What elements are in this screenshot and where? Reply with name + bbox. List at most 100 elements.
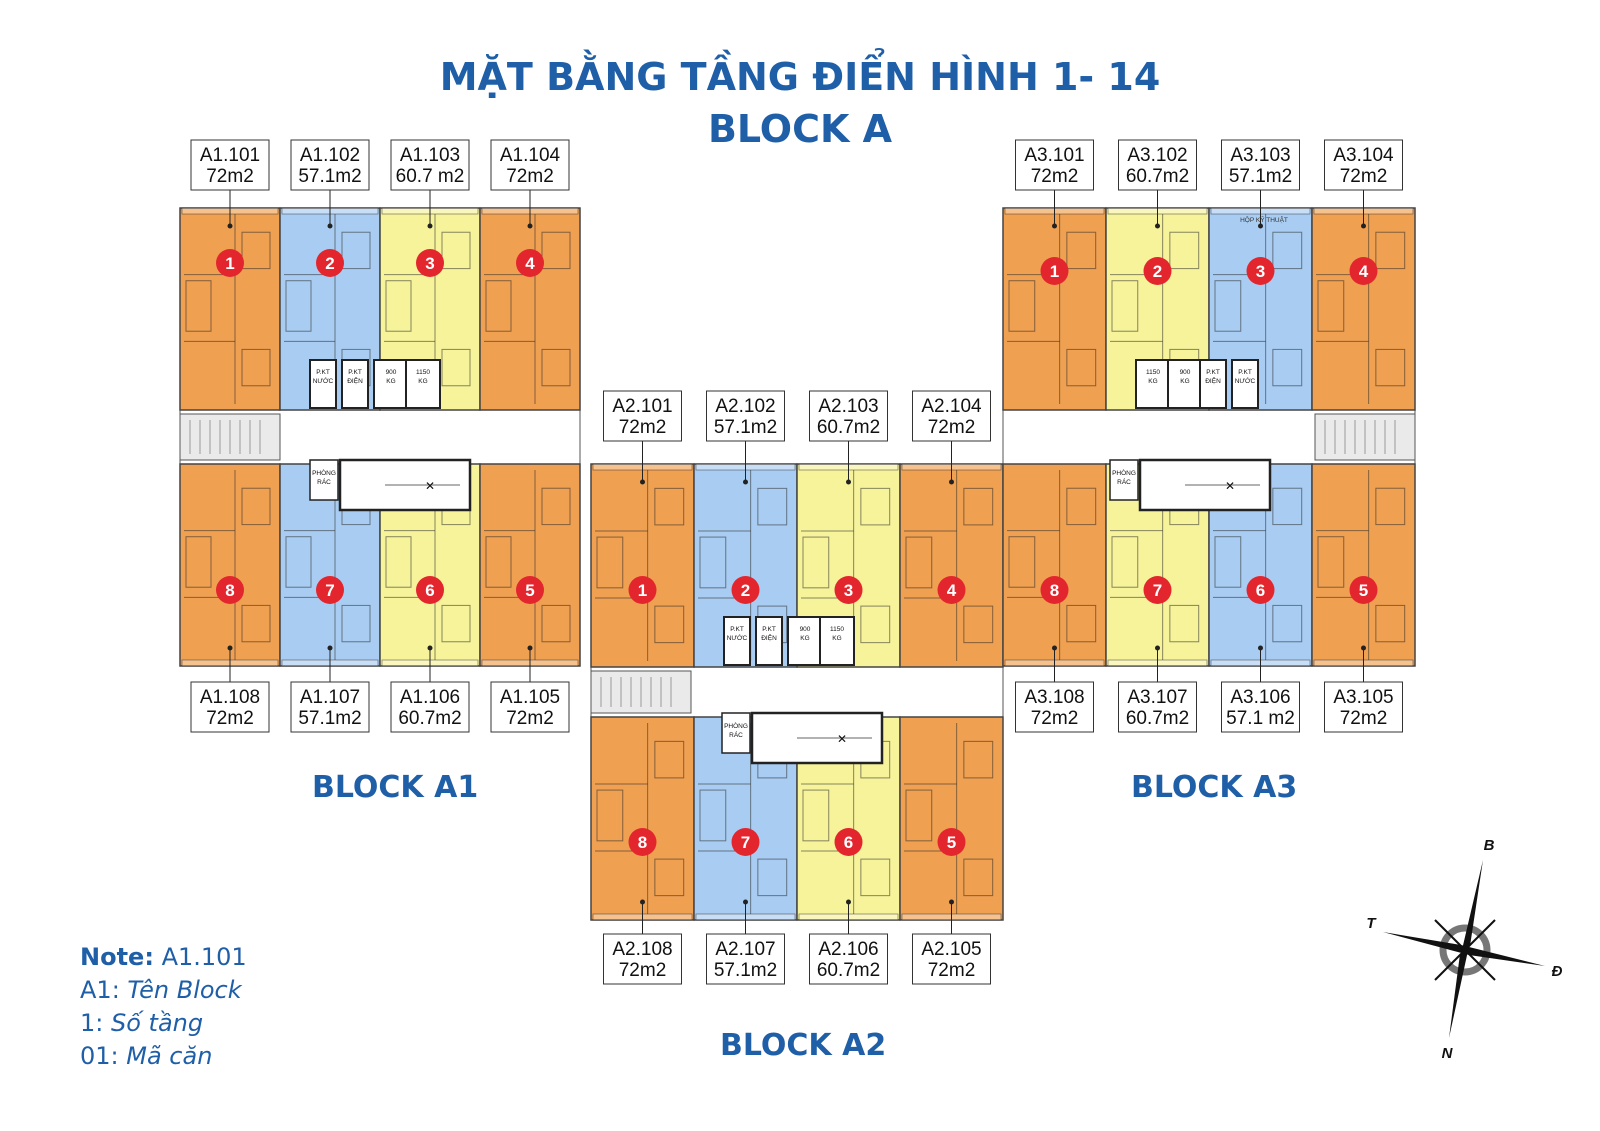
core-room-label: NƯỚC: [727, 633, 748, 642]
bed-outline: [963, 740, 994, 779]
bed-outline: [541, 348, 571, 387]
unit-label-box: [809, 933, 888, 985]
unit-number-marker: [937, 576, 966, 604]
compass-south-label: N: [1442, 1045, 1454, 1062]
bed-outline: [1066, 487, 1097, 526]
compass-diagonal: [1434, 919, 1496, 981]
unit-code: A3.105: [1333, 687, 1393, 708]
unit-area-text: 72m2: [1031, 708, 1079, 729]
page-subtitle: BLOCK A: [707, 107, 893, 151]
unit-code: A2.105: [921, 939, 981, 960]
unit-code: A3.101: [1024, 145, 1084, 166]
unit-label-box: [912, 390, 991, 442]
unit-area-text: 57.1m2: [298, 166, 361, 187]
bathroom-outline: [1214, 536, 1242, 588]
unit-number-marker: [316, 249, 344, 277]
unit-area-text: 72m2: [1031, 166, 1079, 187]
leader-dot: [1258, 223, 1263, 229]
leader-dot: [1155, 223, 1160, 229]
core-room-label: ĐIỆN: [347, 376, 363, 385]
unit-area-text: 57.1m2: [298, 708, 361, 729]
block-a3: 1A3.10172m22A3.10260.7m23A3.10357.1m24A3…: [1002, 139, 1416, 733]
bed-outline: [441, 231, 471, 270]
unit-label-box: [190, 139, 270, 191]
note-line-0: Note: A1.101: [80, 943, 247, 971]
unit-code: A3.107: [1127, 687, 1187, 708]
bed-outline: [441, 348, 471, 387]
unit-label-box: [390, 139, 470, 191]
unit-code: A2.104: [921, 396, 982, 417]
bathroom-outline: [699, 789, 727, 842]
unit-number: 7: [1153, 581, 1162, 600]
compass-north-label: B: [1484, 837, 1495, 854]
unit-number: 7: [325, 581, 334, 600]
compass-needle-south: [1449, 946, 1469, 1038]
unit-area-text: 57.1 m2: [1226, 708, 1295, 729]
bathroom-outline: [1111, 536, 1139, 588]
unit-label-box: [706, 390, 785, 442]
leader-dot: [327, 645, 333, 651]
unit-number: 6: [425, 581, 434, 600]
bed-outline: [1375, 487, 1406, 526]
technical-room: [755, 616, 783, 666]
bathroom-outline: [1111, 280, 1139, 332]
unit-number-marker: [731, 828, 760, 856]
unit-area-text: 60.7m2: [1126, 708, 1189, 729]
unit-code: A2.108: [612, 939, 672, 960]
unit-code: A2.102: [715, 396, 775, 417]
compass-needle-east: [1461, 945, 1545, 966]
bed-outline: [860, 858, 891, 897]
bathroom-outline: [699, 536, 727, 589]
unit-number: 1: [638, 581, 647, 600]
bathroom-outline: [485, 280, 512, 332]
core-room-label: 900: [800, 626, 811, 633]
bathroom-outline: [905, 789, 933, 842]
unit-number: 4: [1359, 262, 1369, 281]
unit-number: 5: [1359, 581, 1368, 600]
unit-area: [1002, 207, 1107, 411]
unit-number-marker: [416, 249, 444, 277]
bed-outline: [541, 231, 571, 270]
bed-outline: [654, 605, 685, 644]
unit-number: 2: [325, 254, 334, 273]
leader-dot: [1155, 645, 1160, 651]
bed-outline: [1375, 231, 1406, 270]
trash-room: [721, 712, 751, 754]
technical-shaft-label: HỘP KỸ THUẬT: [1240, 215, 1288, 224]
core-room-label: P.KT: [316, 369, 330, 376]
unit-code: A2.101: [612, 396, 672, 417]
unit-label-box: [1118, 681, 1197, 733]
bed-outline: [1272, 487, 1303, 526]
unit-area: [590, 716, 695, 921]
unit-area-text: 60.7m2: [1126, 166, 1189, 187]
unit-label-box: [603, 933, 682, 985]
unit-number-marker: [1143, 576, 1172, 604]
unit-area-text: 72m2: [619, 417, 667, 438]
unit-number-marker: [834, 828, 863, 856]
unit-number-marker: [1040, 576, 1069, 604]
leader-dot: [949, 899, 954, 905]
bed-outline: [341, 231, 371, 270]
unit-area-text: 72m2: [206, 166, 254, 187]
core-room-label: KG: [386, 378, 395, 385]
bed-outline: [654, 740, 685, 779]
bed-outline: [963, 487, 994, 526]
leader-dot: [227, 645, 233, 651]
trash-room: [1109, 459, 1139, 501]
core-room-label: P.KT: [1238, 369, 1252, 376]
trash-room-label: PHÒNG: [312, 468, 336, 477]
unit-number-marker: [628, 828, 657, 856]
leader-dot: [846, 479, 851, 485]
block-a2: 1A2.10172m22A2.10257.1m23A2.10360.7m24A2…: [590, 390, 1004, 985]
bed-outline: [241, 231, 271, 270]
bed-outline: [963, 605, 994, 644]
bathroom-outline: [802, 536, 830, 589]
bed-outline: [241, 348, 271, 387]
unit-number-marker: [516, 576, 544, 604]
unit-area: [479, 463, 581, 667]
